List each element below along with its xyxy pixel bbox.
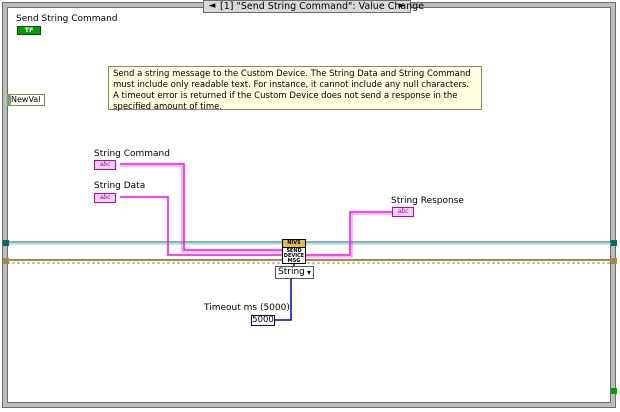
string-command-terminal[interactable]: abc — [94, 160, 116, 170]
string-response-wire — [306, 211, 392, 256]
message-type-enum-constant[interactable]: String ▾ — [275, 266, 314, 279]
chevron-down-icon[interactable]: ▾ — [306, 268, 311, 277]
string-data-wire — [120, 196, 282, 256]
send-string-command-label: Send String Command — [16, 14, 118, 24]
next-case-arrow-icon[interactable]: ► — [398, 1, 406, 11]
subvi-header: NIVS — [283, 240, 305, 248]
timeout-label: Timeout ms (5000) — [204, 303, 290, 313]
reference-tunnel-right — [611, 240, 617, 246]
string-data-label: String Data — [94, 181, 146, 191]
string-data-terminal[interactable]: abc — [94, 193, 116, 203]
timeout-numeric-constant[interactable]: 5000 — [251, 315, 275, 326]
enum-value: String — [278, 267, 305, 277]
send-string-command-terminal[interactable]: TF — [17, 26, 41, 35]
error-tunnel-right — [611, 258, 617, 264]
stop-tunnel — [611, 388, 617, 394]
string-command-label: String Command — [94, 149, 170, 159]
string-response-label: String Response — [391, 196, 464, 206]
string-command-wire — [120, 163, 282, 251]
reference-tunnel-left — [3, 240, 9, 246]
subvi-body: SEND DEVICE MSG — [283, 248, 305, 264]
case-selector[interactable]: ◄ [1] "Send String Command": Value Chang… — [203, 0, 425, 13]
timeout-wire — [275, 279, 292, 321]
case-selector-label[interactable]: [1] "Send String Command": Value Change — [220, 1, 425, 12]
free-label-comment: Send a string message to the Custom Devi… — [108, 66, 482, 112]
error-tunnel-left — [3, 258, 9, 264]
previous-case-arrow-icon[interactable]: ◄ — [208, 1, 216, 11]
string-response-indicator[interactable]: abc — [392, 207, 414, 217]
send-device-message-subvi-icon[interactable]: NIVS SEND DEVICE MSG — [282, 239, 306, 264]
newval-event-data-node[interactable]: NewVal — [7, 94, 45, 106]
